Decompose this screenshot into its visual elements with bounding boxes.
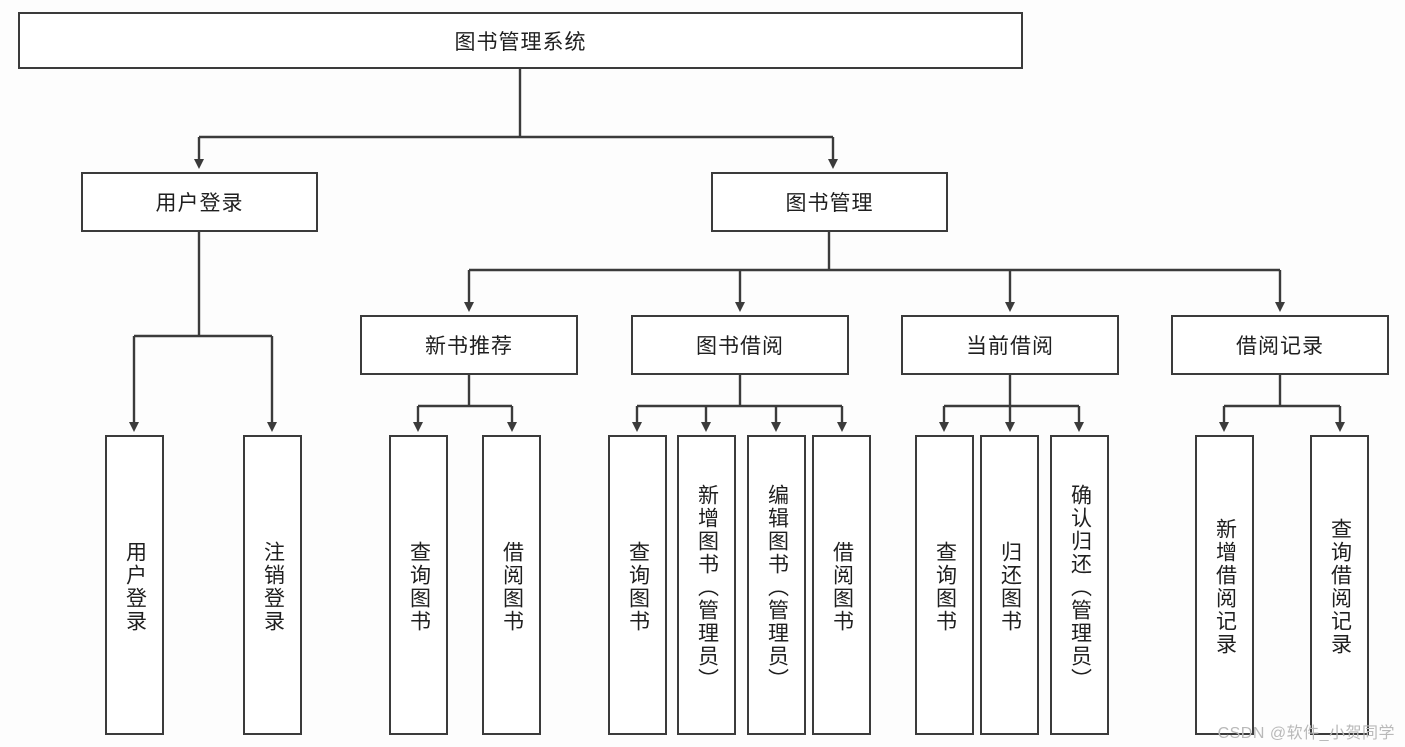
leaf-label: 新增借阅记录	[1213, 518, 1237, 656]
node-borrow-record[interactable]: 借阅记录	[1171, 315, 1389, 375]
leaf-current-query-book[interactable]: 查询图书	[915, 435, 974, 735]
leaf-label: 用户登录	[123, 541, 147, 633]
leaf-label: 借阅图书	[830, 541, 854, 633]
csdn-watermark: CSDN @软件_小贺同学	[1217, 725, 1395, 742]
node-book-borrow[interactable]: 图书借阅	[631, 315, 849, 375]
leaf-borrow-borrow-book[interactable]: 借阅图书	[812, 435, 871, 735]
leaf-user-login-login[interactable]: 用户登录	[105, 435, 164, 735]
leaf-user-login-logout[interactable]: 注销登录	[243, 435, 302, 735]
node-user-login[interactable]: 用户登录	[81, 172, 318, 232]
leaf-label: 新增图书（管理员）	[695, 483, 719, 691]
leaf-borrow-edit-book-admin[interactable]: 编辑图书（管理员）	[747, 435, 806, 735]
leaf-record-add-record[interactable]: 新增借阅记录	[1195, 435, 1254, 735]
leaf-label: 查询图书	[626, 541, 650, 633]
leaf-label: 查询借阅记录	[1328, 518, 1352, 656]
leaf-label: 查询图书	[407, 541, 431, 633]
leaf-label: 归还图书	[998, 541, 1022, 633]
node-current-borrow[interactable]: 当前借阅	[901, 315, 1119, 375]
leaf-new-book-query[interactable]: 查询图书	[389, 435, 448, 735]
leaf-label: 借阅图书	[500, 541, 524, 633]
leaf-borrow-query-book[interactable]: 查询图书	[608, 435, 667, 735]
node-new-book-recommend[interactable]: 新书推荐	[360, 315, 578, 375]
leaf-label: 编辑图书（管理员）	[765, 483, 789, 691]
leaf-label: 查询图书	[933, 541, 957, 633]
leaf-new-book-borrow[interactable]: 借阅图书	[482, 435, 541, 735]
node-root-system[interactable]: 图书管理系统	[18, 12, 1023, 69]
leaf-current-return-book[interactable]: 归还图书	[980, 435, 1039, 735]
leaf-label: 注销登录	[261, 541, 285, 633]
leaf-label: 确认归还（管理员）	[1068, 483, 1092, 691]
node-book-management[interactable]: 图书管理	[711, 172, 948, 232]
leaf-borrow-add-book-admin[interactable]: 新增图书（管理员）	[677, 435, 736, 735]
leaf-current-confirm-return-admin[interactable]: 确认归还（管理员）	[1050, 435, 1109, 735]
leaf-record-query-record[interactable]: 查询借阅记录	[1310, 435, 1369, 735]
